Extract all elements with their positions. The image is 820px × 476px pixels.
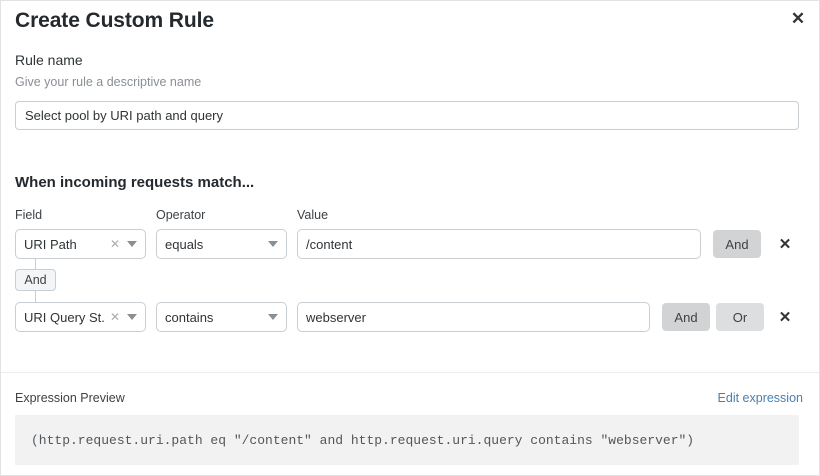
column-header-operator: Operator (156, 208, 206, 222)
rule-name-hint: Give your rule a descriptive name (15, 75, 202, 89)
section-divider (1, 372, 819, 373)
chevron-down-icon[interactable] (268, 241, 278, 247)
chevron-down-icon[interactable] (127, 314, 137, 320)
logic-or-button-2[interactable]: Or (716, 303, 764, 331)
expression-preview-code: (http.request.uri.path eq "/content" and… (15, 415, 799, 465)
connector-and-chip[interactable]: And (15, 269, 56, 291)
operator-select-1-value: equals (165, 236, 204, 252)
edit-expression-link[interactable]: Edit expression (717, 391, 803, 405)
chevron-down-icon[interactable] (127, 241, 137, 247)
delete-condition-icon-2[interactable]: ✕ (778, 308, 792, 326)
field-select-2-icons: ✕ (110, 311, 137, 323)
page-title: Create Custom Rule (15, 9, 214, 32)
value-input-wrapper-1[interactable] (297, 229, 701, 259)
operator-select-1[interactable]: equals (156, 229, 287, 259)
connector-line-bottom (35, 291, 36, 302)
rule-name-label: Rule name (15, 52, 83, 68)
logic-and-button-2[interactable]: And (662, 303, 710, 331)
column-header-value: Value (297, 208, 329, 222)
expression-preview-label: Expression Preview (15, 391, 125, 405)
rule-name-input[interactable] (15, 101, 799, 130)
operator-select-2-value: contains (165, 309, 214, 325)
logic-and-button-1[interactable]: And (713, 230, 761, 258)
match-section-heading: When incoming requests match... (15, 174, 255, 191)
delete-condition-icon-1[interactable]: ✕ (778, 235, 792, 253)
operator-select-2[interactable]: contains (156, 302, 287, 332)
value-input-1[interactable] (306, 236, 692, 252)
operator-select-2-icons (268, 314, 278, 320)
column-header-field: Field (15, 208, 43, 222)
value-input-2[interactable] (306, 309, 641, 325)
clear-x-icon[interactable]: ✕ (109, 310, 120, 324)
field-select-2-value: URI Query St... (24, 309, 104, 325)
field-select-1-value: URI Path (24, 236, 77, 252)
close-icon[interactable]: ✕ (790, 8, 806, 28)
field-select-1-icons: ✕ (110, 238, 137, 250)
value-input-wrapper-2[interactable] (297, 302, 650, 332)
operator-select-1-icons (268, 241, 278, 247)
chevron-down-icon[interactable] (268, 314, 278, 320)
clear-x-icon[interactable]: ✕ (109, 237, 120, 251)
field-select-2[interactable]: URI Query St... ✕ (15, 302, 146, 332)
field-select-1[interactable]: URI Path ✕ (15, 229, 146, 259)
connector-line-top (35, 259, 36, 269)
